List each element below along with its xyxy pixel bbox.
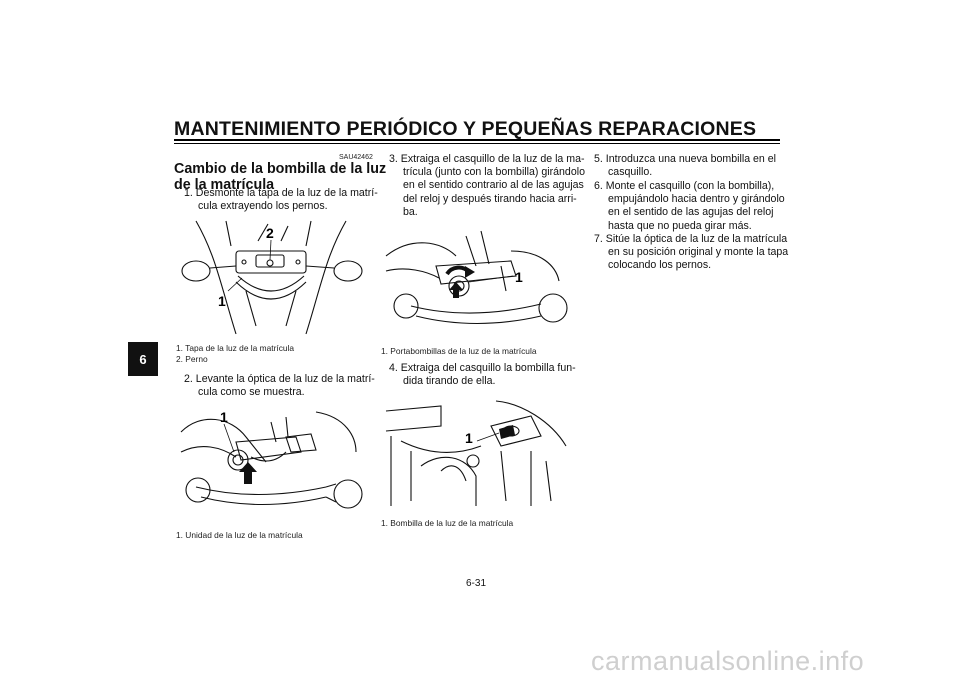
step-text-line: Sitúe la óptica de la luz de la matrícul… [605, 233, 788, 245]
step-text-line: Extraiga del casquillo la bombilla fun- [400, 362, 576, 374]
step-text-line: Introduzca una nueva bombilla en el [605, 153, 777, 165]
step-text-line: ba. [403, 205, 418, 218]
figure-caption: 2. Perno [176, 354, 208, 364]
step-text-line: casquillo. [608, 166, 653, 179]
figure-bulb-socket: 1 [381, 226, 571, 341]
step-text-line: del reloj y después tirando hacia arri- [403, 192, 577, 205]
figure-license-light-cover: 2 1 [176, 216, 366, 336]
step-text-line: Monte el casquillo (con la bombilla), [605, 180, 775, 192]
figure-caption-block: 1. Tapa de la luz de la matrícula 2. Per… [176, 343, 294, 365]
step-text-line: hasta que no pueda girar más. [608, 219, 752, 232]
figure-caption: 1. Tapa de la luz de la matrícula [176, 343, 295, 353]
step-number: 7. [594, 233, 603, 245]
step-3: 3. Extraiga el casquillo de la luz de la… [389, 153, 585, 219]
step-text-line: en su posición original y monte la tapa [608, 246, 789, 259]
section-title-line1: Cambio de la bombilla de la luz [174, 161, 387, 177]
figure-callout: 1 [218, 293, 226, 309]
figure-callout: 1 [220, 409, 228, 425]
figure-caption: 1. Unidad de la luz de la matrícula [176, 530, 303, 540]
page-header-title: MANTENIMIENTO PERIÓDICO Y PEQUEÑAS REPAR… [174, 118, 757, 140]
step-number: 4. [389, 362, 398, 374]
step-1: 1. Desmonte la tapa de la luz de la matr… [184, 187, 378, 213]
step-text-line: Extraiga el casquillo de la luz de la ma… [400, 153, 585, 165]
figure-callout: 1 [515, 269, 523, 285]
chapter-tab: 6 [128, 342, 158, 376]
step-text-line: Levante la óptica de la luz de la matrí- [195, 373, 375, 385]
step-text-line: cula como se muestra. [198, 386, 305, 399]
step-7: 7. Sitúe la óptica de la luz de la matrí… [594, 233, 788, 273]
header-rule-thin [174, 143, 780, 144]
figure-license-light-unit: 1 [176, 402, 366, 522]
section-code: SAU42462 [339, 154, 373, 161]
figure-bulb-removal: 1 [381, 391, 571, 511]
step-number: 1. [184, 187, 193, 199]
step-4: 4. Extraiga del casquillo la bombilla fu… [389, 362, 576, 388]
step-text-line: dida tirando de ella. [403, 375, 496, 388]
figure-caption: 1. Portabombillas de la luz de la matríc… [381, 346, 537, 356]
step-number: 2. [184, 373, 193, 385]
step-2: 2. Levante la óptica de la luz de la mat… [184, 373, 375, 399]
step-text-line: cula extrayendo los pernos. [198, 200, 328, 213]
page-number: 6-31 [466, 578, 487, 589]
step-text-line: Desmonte la tapa de la luz de la matrí- [195, 187, 378, 199]
step-number: 6. [594, 180, 603, 192]
step-number: 5. [594, 153, 603, 165]
figure-callout: 2 [266, 225, 274, 241]
section-title: Cambio de la bombilla de la luz de la ma… [174, 161, 386, 193]
step-text-line: colocando los pernos. [608, 259, 712, 272]
step-6: 6. Monte el casquillo (con la bombilla),… [594, 180, 785, 233]
step-text-line: empujándolo hacia dentro y girándolo [608, 193, 785, 206]
step-text-line: en el sentido contrario al de las agujas [403, 179, 584, 192]
step-text-line: en el sentido de las agujas del reloj [608, 206, 774, 219]
figure-callout: 1 [465, 430, 473, 446]
step-number: 3. [389, 153, 398, 165]
section-title-line2: de la matrícula [174, 177, 275, 193]
header-rule-thick [174, 139, 780, 141]
step-5: 5. Introduzca una nueva bombilla en el c… [594, 153, 776, 179]
watermark: carmanualsonline.info [591, 646, 865, 676]
step-text-line: trícula (junto con la bombilla) girándol… [403, 166, 585, 179]
figure-caption: 1. Bombilla de la luz de la matrícula [381, 518, 514, 528]
